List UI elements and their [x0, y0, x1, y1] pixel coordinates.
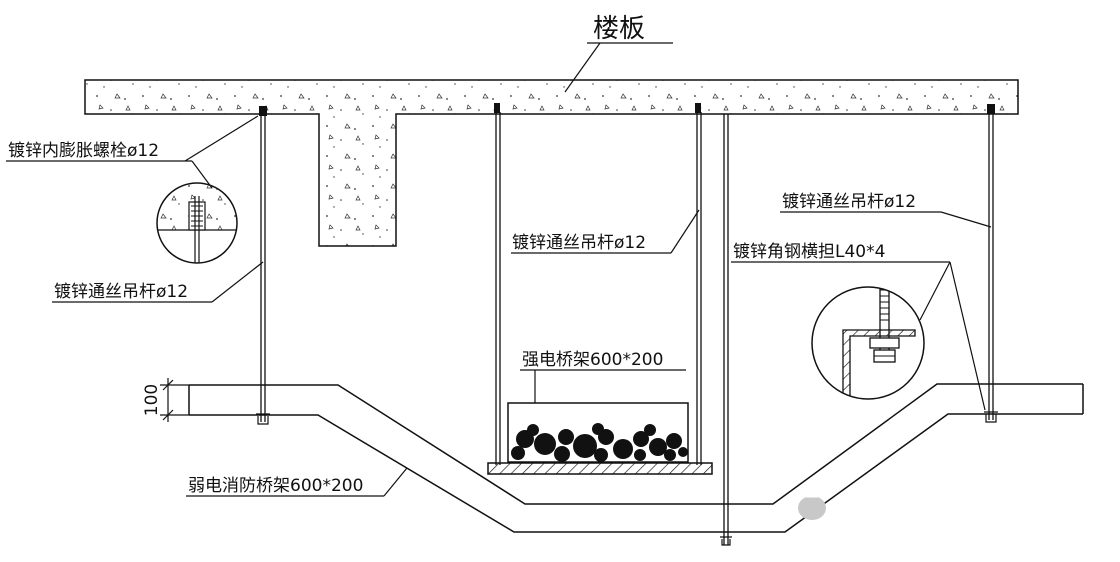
slab-anchors — [259, 103, 995, 116]
strong-current-tray — [487, 402, 713, 475]
expansion-bolt-label: 镀锌内膨胀螺栓ø12 — [8, 141, 159, 161]
weak-current-fire-tray — [188, 383, 1084, 533]
center-rod-label: 镀锌通丝吊杆ø12 — [512, 233, 646, 253]
decorative-mark — [790, 494, 826, 520]
weak-tray-label: 弱电消防桥架600*200 — [188, 476, 363, 496]
rod-nuts — [256, 411, 998, 546]
angle-steel-detail — [811, 286, 925, 400]
dimension-100 — [160, 378, 189, 422]
expansion-bolt-detail — [156, 182, 238, 264]
floor-slab — [84, 79, 1019, 247]
floor-slab-label: 楼板 — [593, 14, 645, 44]
dimension-label: 100 — [142, 384, 162, 416]
right-rod-label: 镀锌通丝吊杆ø12 — [782, 192, 916, 212]
leader-lines — [6, 42, 992, 497]
angle-steel-label: 镀锌角钢横担L40*4 — [733, 242, 885, 262]
left-rod-label: 镀锌通丝吊杆ø12 — [54, 282, 188, 302]
hanger-rods — [260, 112, 994, 545]
strong-tray-label: 强电桥架600*200 — [522, 350, 663, 370]
